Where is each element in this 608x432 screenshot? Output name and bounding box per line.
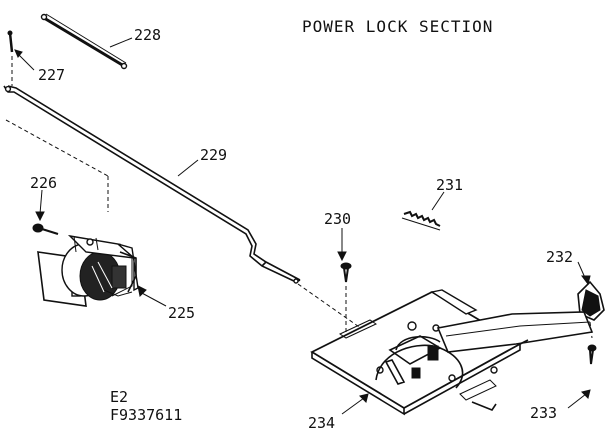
leader-228 [109, 37, 133, 48]
part-226-screw [32, 223, 59, 236]
label-234: 234 [308, 414, 335, 432]
label-229: 229 [200, 146, 227, 164]
label-233: 233 [530, 404, 557, 422]
footer-drawing-number: F9337611 [110, 406, 182, 424]
part-230-screw [340, 262, 352, 283]
leader-229 [177, 159, 199, 177]
footer-code: E2 [110, 388, 128, 406]
part-231-spring [401, 210, 441, 231]
leader-225 [139, 291, 167, 307]
label-228: 228 [134, 26, 161, 44]
leader-234 [341, 397, 365, 415]
part-227-pin [7, 30, 14, 53]
alignment-line [297, 283, 373, 337]
part-234-base-plate [310, 289, 594, 416]
label-227: 227 [38, 66, 65, 84]
leader-231 [431, 191, 445, 211]
part-225-motor-assembly [37, 234, 139, 307]
alignment-line [5, 119, 109, 177]
part-233-screw [587, 344, 597, 365]
part-228-rod [40, 13, 128, 70]
leader-226 [39, 189, 43, 215]
part-229-link-rod [3, 85, 301, 284]
label-226: 226 [30, 174, 57, 192]
diagram-title: POWER LOCK SECTION [302, 17, 493, 36]
label-232: 232 [546, 248, 573, 266]
leader-233 [567, 393, 587, 409]
label-225: 225 [168, 304, 195, 322]
label-230: 230 [324, 210, 351, 228]
label-231: 231 [436, 176, 463, 194]
